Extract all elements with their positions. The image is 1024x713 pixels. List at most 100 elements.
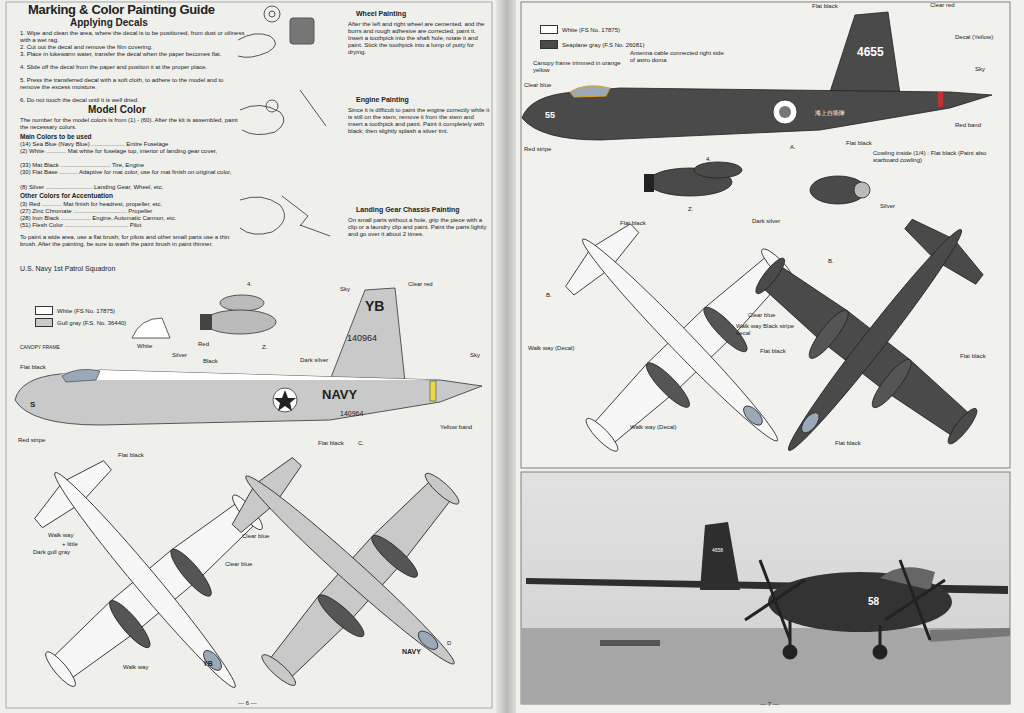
label: B. [828, 258, 834, 265]
label: (30) Flat Base ........... Adaptive for … [20, 169, 245, 176]
label: Model Color [88, 104, 146, 116]
label: (3) Red ............ Mat finish for head… [20, 201, 245, 208]
label: Antenna cable connected right side of as… [630, 50, 725, 64]
label: After the left and right wheel are cemen… [348, 21, 490, 55]
legend-item: White (FS No. 17875) [35, 306, 115, 315]
label: Flat black [760, 348, 786, 355]
label: Other Colors for Accentuation [20, 192, 113, 199]
label: YB [203, 660, 213, 668]
label: (51) Flesh Color .......................… [20, 222, 245, 229]
label: CANOPY FRAME [20, 345, 60, 351]
label: Red stripe [18, 437, 45, 444]
label: S [30, 400, 35, 409]
label: 55 [545, 110, 555, 120]
label: Red [198, 341, 209, 348]
label: — 7 — [760, 701, 779, 708]
label: Silver [880, 203, 895, 210]
label: 海上自衛隊 [815, 110, 845, 117]
label: To paint a wide area, use a flat brush; … [20, 234, 245, 248]
label: 4. [706, 156, 711, 163]
label: U.S. Navy 1st Patrol Squadron [20, 265, 115, 273]
label: 140964 [340, 410, 363, 418]
label: Engine Painting [356, 96, 409, 104]
color-swatch [35, 318, 53, 327]
label: Sky [470, 352, 480, 359]
label: Flat black [620, 220, 646, 227]
label: Decal (Yellow) [955, 34, 993, 41]
label: Silver [172, 352, 187, 359]
label: Applying Decals [70, 17, 148, 29]
label: Wheel Painting [356, 10, 406, 18]
legend-text: White (FS No. 17875) [57, 308, 115, 314]
label: YB [365, 298, 384, 314]
label: 4655 [857, 46, 884, 60]
label: Clear blue [524, 82, 551, 89]
label: Flat black [835, 440, 861, 447]
label: Dark silver [752, 218, 780, 225]
label: Sky [975, 66, 985, 73]
label: (28) Iron Black .................. Engin… [20, 215, 245, 222]
label: 4. Slide off the decal from the paper an… [20, 64, 245, 71]
label: + little [62, 541, 78, 548]
color-swatch [540, 25, 558, 34]
legend-text: Gull gray (F.S. No. 36440) [57, 320, 126, 326]
label: 5. Press the transferred decal with a so… [20, 77, 245, 91]
legend-text: Seaplane gray (F.S No. 26081) [562, 42, 644, 48]
label: Clear blue [748, 312, 775, 319]
label: NAVY [322, 388, 357, 403]
label: Sky [340, 286, 350, 293]
label: 6. Do not touch the decal until it is we… [20, 97, 245, 104]
label: Walk way (Decal) [630, 424, 676, 431]
label: Flat black [960, 353, 986, 360]
color-swatch [35, 306, 53, 315]
label: 140964 [347, 333, 377, 343]
label: Clear blue [225, 561, 252, 568]
label: (2) White ............ Mat white for fus… [20, 148, 245, 155]
label: Walk way (Decal) [528, 345, 574, 352]
label: Red stripe [524, 146, 551, 153]
label: C. [358, 440, 364, 447]
label: Z. [688, 206, 693, 213]
label: (27) Zinc Chromate .....................… [20, 208, 245, 215]
label: Clear red [408, 281, 433, 288]
label: Landing Gear Chassis Painting [356, 206, 459, 214]
label: NAVY [402, 648, 421, 656]
label: (33) Mat Black .........................… [20, 162, 245, 169]
legend-item: White (FS No. 17875) [540, 25, 620, 34]
label: 58 [868, 596, 879, 608]
label: Flat black [318, 440, 344, 447]
label: A. [790, 144, 796, 151]
label: 4658 [712, 548, 723, 554]
label: 1. Wipe and clean the area, where the de… [20, 30, 245, 44]
label: Z. [262, 344, 267, 351]
label: — 6 — [238, 700, 257, 707]
color-swatch [540, 40, 558, 49]
label: Walk way [48, 532, 73, 539]
label: White [137, 343, 152, 350]
label: B. [546, 292, 552, 299]
label: Walk way [123, 664, 148, 671]
label: Main Colors to be used [20, 133, 92, 140]
page-title: Marking & Color Painting Guide [28, 3, 215, 18]
legend-item: Gull gray (F.S. No. 36440) [35, 318, 126, 327]
label: (14) Sea Blue (Navy Blue) ..............… [20, 141, 245, 148]
label: The number for the model colors is from … [20, 117, 245, 131]
label: Clear blue [242, 533, 269, 540]
label: Canopy frame trimmed in orange yellow [533, 60, 623, 74]
label: 4. [247, 281, 252, 288]
label: Flat black [118, 452, 144, 459]
label: Flat black [812, 3, 838, 10]
label: On small parts without a hole, grip the … [348, 217, 490, 238]
legend-item: Seaplane gray (F.S No. 26081) [540, 40, 644, 49]
label: 2. Cut out the decal and remove the film… [20, 44, 245, 51]
label: Dark silver [300, 357, 328, 364]
label: D [447, 640, 451, 647]
legend-text: White (FS No. 17875) [562, 27, 620, 33]
label: Walk way Black stripe decal [736, 323, 798, 337]
label: Cowling inside (1/4) : Flat black (Paint… [873, 150, 1003, 164]
label: Dark gull gray [33, 549, 70, 556]
label: Black [203, 358, 218, 365]
label: 3. Place in lukewarm water, transfer the… [20, 51, 245, 58]
label: Red band [955, 122, 981, 129]
label: Yellow band [440, 424, 472, 431]
